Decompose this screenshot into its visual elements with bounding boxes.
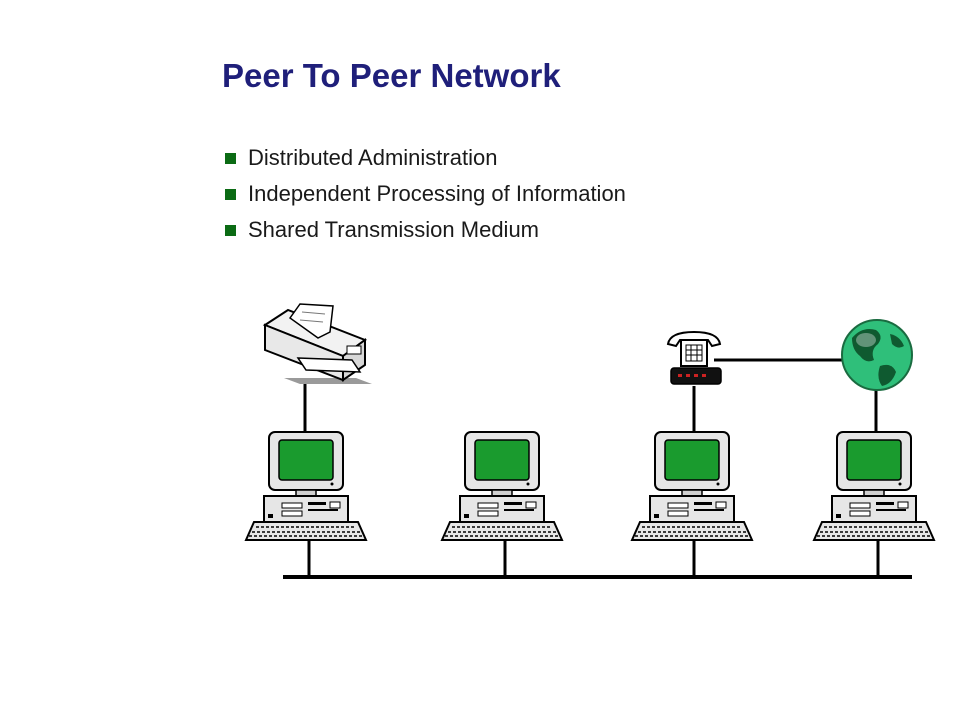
- bullet-text: Distributed Administration: [248, 145, 498, 170]
- bullet-text: Shared Transmission Medium: [248, 217, 540, 242]
- bullet-square-icon: [225, 188, 236, 200]
- bullet-text: Independent Processing of Information: [248, 181, 626, 206]
- globe-icon: [841, 319, 913, 391]
- printer-icon: [262, 303, 372, 384]
- bullet-list: Distributed Administration Independent P…: [225, 140, 626, 248]
- bullet-square-icon: [225, 152, 236, 164]
- slide-title: Peer To Peer Network: [222, 57, 561, 94]
- telephone-modem-icon: [666, 330, 722, 385]
- bullet-item: Independent Processing of Information: [225, 176, 626, 212]
- computer-icon: [245, 431, 367, 541]
- computer-icon: [631, 431, 753, 541]
- bullet-item: Distributed Administration: [225, 140, 626, 176]
- computer-icon: [813, 431, 935, 541]
- computer-icon: [441, 431, 563, 541]
- bullet-item: Shared Transmission Medium: [225, 212, 626, 248]
- bullet-square-icon: [225, 224, 236, 236]
